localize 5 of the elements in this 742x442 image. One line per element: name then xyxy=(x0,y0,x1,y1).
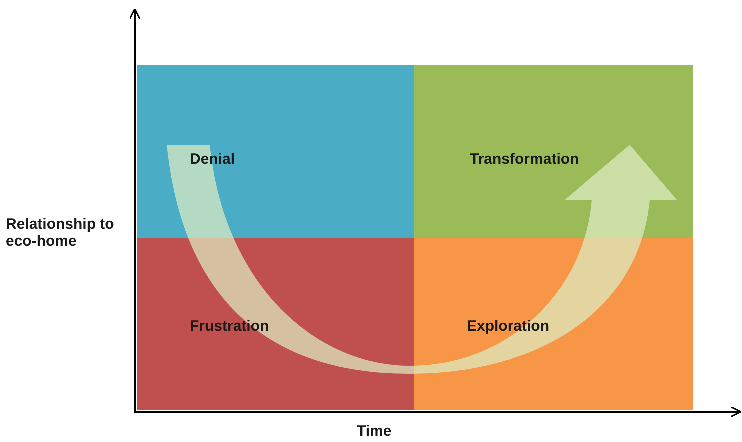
axis-label: Relationship to eco-home xyxy=(6,216,116,250)
quadrant-label: Transformation xyxy=(470,151,580,168)
quadrant xyxy=(137,65,414,238)
quadrant-label: Exploration xyxy=(467,318,550,335)
axis-label: Time xyxy=(357,423,392,440)
